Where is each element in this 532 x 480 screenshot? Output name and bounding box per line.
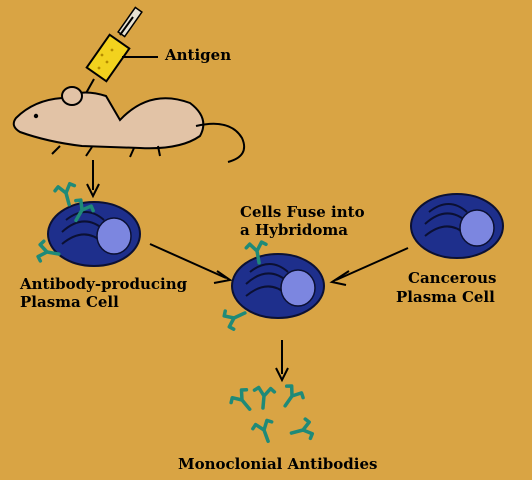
arrow-plasma-to-hybridoma bbox=[149, 243, 227, 279]
monoclonal-antibodies-label: Monoclonial Antibodies bbox=[178, 455, 378, 473]
syringe bbox=[84, 6, 143, 96]
hybridoma-label-line1: Cells Fuse into bbox=[240, 203, 365, 221]
cancer-cell-label-line1: Cancerous bbox=[408, 269, 497, 287]
antibody-cluster bbox=[227, 381, 316, 447]
arrow-cancer-to-hybridoma bbox=[335, 247, 409, 281]
hybridoma-cell bbox=[231, 253, 325, 319]
hybridoma-label-line2: a Hybridoma bbox=[240, 221, 349, 239]
cancerous-plasma-cell bbox=[410, 193, 504, 259]
plasma-cell-label-line2: Plasma Cell bbox=[20, 293, 119, 311]
plasma-cell-label-line1: Antibody-producing bbox=[20, 275, 188, 293]
antigen-label: Antigen bbox=[165, 46, 232, 64]
mouse bbox=[12, 86, 246, 163]
cancer-cell-label-line2: Plasma Cell bbox=[396, 288, 495, 306]
